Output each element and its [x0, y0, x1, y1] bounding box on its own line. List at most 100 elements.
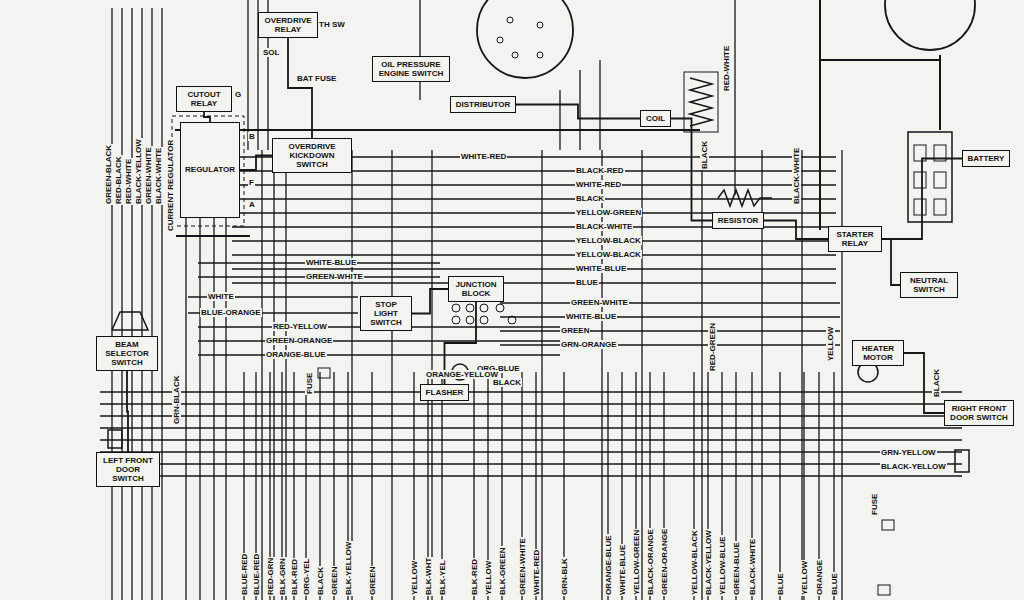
- wire: [273, 150, 274, 600]
- component-name: LEFT FRONT DOOR SWITCH: [101, 456, 155, 484]
- door-switch-symbol: [108, 430, 122, 448]
- wire: [599, 60, 600, 150]
- wire: [198, 354, 560, 355]
- component-box: OVERDRIVE KICKDOWN SWITCH: [272, 138, 352, 173]
- coil-housing: [684, 72, 718, 132]
- component-box: CUTOUT RELAY: [176, 86, 232, 112]
- wire: [391, 150, 392, 600]
- component-name: BATTERY: [968, 154, 1005, 163]
- wire-color-label: BLK-GRN: [278, 557, 287, 596]
- wire-color-label: BLUE-ORANGE: [200, 308, 262, 317]
- wire-color-label: GRN-BLACK: [172, 375, 181, 425]
- wire-color-label: GREEN-BLUE: [732, 541, 741, 596]
- wire-color-label: WHITE-RED: [575, 180, 622, 189]
- component-box: STARTER RELAY: [828, 226, 882, 252]
- component-box: FLASHER: [420, 384, 469, 401]
- wire: [247, 0, 248, 150]
- wire: [232, 254, 836, 255]
- wire: [100, 403, 962, 404]
- battery-cell: [914, 199, 926, 215]
- wire-connector: [882, 159, 962, 240]
- wire: [100, 415, 962, 416]
- wire-color-label: YELLOW-BLACK: [690, 529, 699, 596]
- wire-color-label: BLK-RED: [290, 558, 299, 596]
- junction-terminal: [466, 316, 474, 324]
- component-name: STARTER RELAY: [833, 230, 877, 248]
- battery-cell: [934, 199, 946, 215]
- component-box: OVERDRIVE RELAY: [258, 12, 318, 38]
- wire-color-label: BLACK: [575, 194, 605, 203]
- wire-color-label: RED-WHITE: [124, 158, 133, 205]
- wire: [559, 90, 560, 150]
- component-box: OIL PRESSURE ENGINE SWITCH: [372, 56, 450, 82]
- wire-color-label: RED-YELLOW: [272, 322, 328, 331]
- wire: [939, 55, 941, 130]
- wire-color-label: BLK-WHT: [424, 557, 433, 596]
- battery-cell: [934, 172, 946, 188]
- wire: [801, 150, 802, 600]
- wire: [601, 150, 602, 600]
- wire: [100, 463, 962, 464]
- wire-connector: [904, 353, 944, 413]
- component-name: NEUTRAL SWITCH: [905, 276, 953, 294]
- wire: [175, 129, 700, 131]
- wire-color-label: GREEN: [560, 326, 590, 335]
- wire: [701, 150, 702, 600]
- wire: [579, 70, 580, 150]
- wire-color-label: GREEN-WHITE: [518, 537, 527, 596]
- junction-terminal: [452, 304, 460, 312]
- wire-color-label: GREEN-WHITE: [570, 298, 629, 307]
- wire-connector: [204, 112, 210, 122]
- wire-color-label: GREEN: [368, 566, 377, 596]
- terminal: [497, 37, 503, 43]
- wire-color-label: BAT: [296, 74, 314, 83]
- junction-terminal: [508, 316, 516, 324]
- component-box: RIGHT FRONT DOOR SWITCH: [944, 400, 1014, 426]
- junction-terminal: [496, 304, 504, 312]
- wire-color-label: YELLOW-BLACK: [575, 236, 642, 245]
- wire-connector: [516, 105, 640, 119]
- wire-connector: [288, 38, 312, 138]
- wire: [419, 0, 420, 100]
- wire-color-label: GRN-YELLOW: [880, 448, 937, 457]
- wire: [176, 235, 250, 237]
- wire: [232, 268, 836, 269]
- wire: [500, 316, 840, 317]
- wire-color-label: BLACK-WHITE: [792, 147, 801, 205]
- wire-color-label: ORANGE-BLUE: [604, 534, 613, 596]
- wire: [285, 150, 286, 600]
- junction-terminal: [452, 316, 460, 324]
- battery-cell: [914, 172, 926, 188]
- component-box: DISTRIBUTOR: [450, 96, 516, 113]
- wire-color-label: BLACK-YELLOW: [704, 529, 713, 596]
- wire-color-label: BLACK-WHITE: [575, 222, 633, 231]
- wire: [100, 427, 962, 428]
- wire-color-label: BLACK-RED: [575, 166, 625, 175]
- wire-color-label: CURRENT REGULATOR: [166, 139, 175, 232]
- component-box: JUNCTION BLOCK: [448, 276, 504, 302]
- wire-color-label: GREEN: [330, 566, 339, 596]
- component-box: NEUTRAL SWITCH: [900, 272, 958, 298]
- wire-color-label: BLACK: [492, 378, 522, 387]
- fuse-symbol: [318, 368, 330, 378]
- wire-connector: [412, 289, 448, 314]
- component-name: OIL PRESSURE ENGINE SWITCH: [377, 60, 445, 78]
- wire: [500, 344, 840, 345]
- wire-color-label: RED-WHITE: [722, 45, 731, 92]
- wire: [232, 184, 836, 185]
- wire-color-label: WHITE-BLUE: [565, 312, 617, 321]
- component-box: LEFT FRONT DOOR SWITCH: [96, 452, 160, 487]
- wire-color-label: B: [248, 132, 256, 141]
- component-box: BEAM SELECTOR SWITCH: [96, 336, 158, 371]
- wire: [734, 0, 735, 195]
- component-name: REGULATOR: [185, 165, 235, 174]
- wire-color-label: WHITE: [207, 292, 235, 301]
- wire: [100, 391, 962, 392]
- distributor-symbol: [477, 0, 573, 78]
- wire-color-label: BLK-YEL: [438, 559, 447, 596]
- wire-color-label: YELLOW-BLUE: [718, 536, 727, 597]
- component-name: BEAM SELECTOR SWITCH: [101, 340, 153, 368]
- wire: [151, 8, 152, 600]
- component-box: REGULATOR: [180, 122, 240, 218]
- wire-color-label: GREEN-WHITE: [144, 146, 153, 205]
